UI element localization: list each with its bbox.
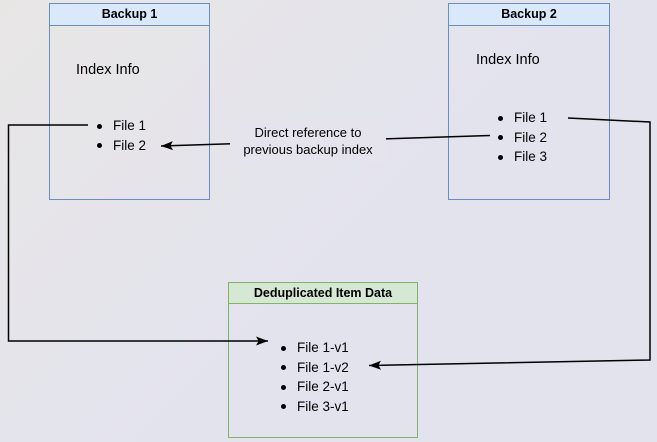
file-item: File 1-v1 [271, 338, 349, 358]
file-item: File 1 [488, 108, 547, 128]
file-item: File 1-v2 [271, 358, 349, 378]
backup1-header: Backup 1 [50, 4, 209, 26]
file-item: File 3-v1 [271, 397, 349, 417]
file-item: File 3 [488, 147, 547, 167]
file-item: File 2-v1 [271, 377, 349, 397]
backup1-index-info-label: Index Info [76, 62, 140, 78]
backup2-header: Backup 2 [449, 4, 609, 26]
deduplicated-item-data-header: Deduplicated Item Data [229, 283, 417, 304]
file-item: File 2 [488, 128, 547, 148]
file-item: File 1 [87, 116, 146, 136]
backup2-index-info-label: Index Info [476, 52, 540, 68]
direct-reference-annotation: Direct reference to previous backup inde… [230, 119, 386, 163]
file-item: File 2 [87, 136, 146, 156]
